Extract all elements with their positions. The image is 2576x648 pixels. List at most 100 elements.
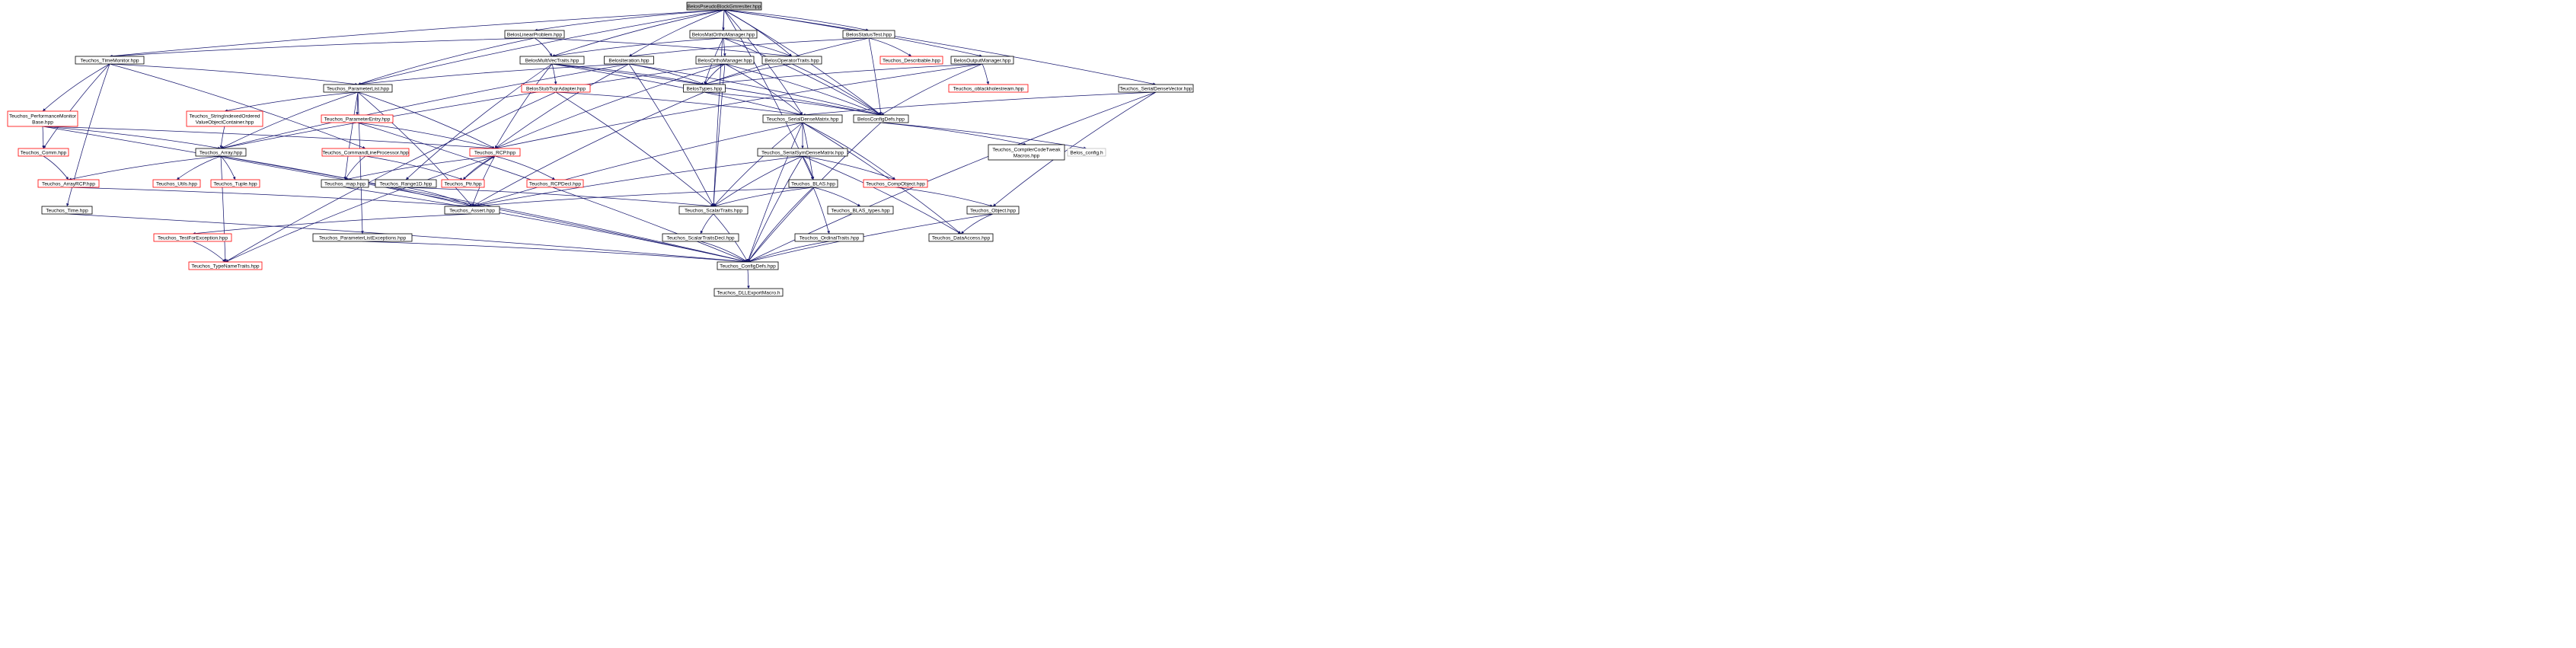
node-multivec[interactable]: BelosMultiVecTraits.hpp xyxy=(519,56,585,65)
node-box xyxy=(950,56,1014,65)
node-box xyxy=(788,179,838,188)
edge-matortho-to-multivec xyxy=(551,37,724,58)
node-box xyxy=(794,233,864,242)
node-arrayrcp[interactable]: Teuchos_ArrayRCP.hpp xyxy=(37,179,100,188)
edge-serialdensemat-to-scalartraits xyxy=(713,122,803,207)
node-statustest[interactable]: BelosStatusTest.hpp xyxy=(842,30,895,39)
node-belosconfigh[interactable]: Belos_config.h xyxy=(1067,148,1106,157)
node-compobj[interactable]: Teuchos_CompObject.hpp xyxy=(863,179,928,188)
edge-assert-to-testforexc xyxy=(192,213,473,235)
node-ptr[interactable]: Teuchos_Ptr.hpp xyxy=(441,179,485,188)
node-testforexc[interactable]: Teuchos_TestForException.hpp xyxy=(153,233,232,242)
node-label: Teuchos_ScalarTraitsDecl.hpp xyxy=(666,235,735,241)
edge-rcp-to-rcpdecl xyxy=(494,155,556,180)
node-paramlist[interactable]: Teuchos_ParameterList.hpp xyxy=(323,84,393,93)
edge-symdense-to-teuchosconfig xyxy=(747,155,803,263)
node-label: Teuchos_TestForException.hpp xyxy=(158,235,228,241)
edge-blas-to-ordinal xyxy=(812,187,830,235)
node-label: BelosStubTsqrAdapter.hpp xyxy=(526,86,586,91)
node-box xyxy=(853,114,909,123)
node-box xyxy=(879,56,943,65)
node-serialdensevec[interactable]: Teuchos_SerialDenseVector.hpp xyxy=(1118,84,1194,93)
edge-ordinal-to-teuchosconfig xyxy=(747,241,830,263)
edge-iteration-to-paramlist xyxy=(357,63,630,86)
node-dllexport[interactable]: Teuchos_DLLExportMacro.h xyxy=(713,288,784,297)
node-range1d[interactable]: Teuchos_Range1D.hpp xyxy=(375,179,437,188)
edge-matortho-to-orthoman xyxy=(723,37,726,57)
edge-blas-to-assert xyxy=(471,187,814,208)
edge-belosconfig-to-teuchosconfig xyxy=(747,122,882,263)
node-blastypes[interactable]: Teuchos_BLAS_types.hpp xyxy=(827,206,894,215)
node-rcp[interactable]: Teuchos_RCP.hpp xyxy=(469,148,521,157)
edge-paramlist-to-array xyxy=(220,91,359,149)
node-symdense[interactable]: Teuchos_SerialSymDenseMatrix.hpp xyxy=(757,148,848,157)
node-box xyxy=(188,261,263,270)
node-blas[interactable]: Teuchos_BLAS.hpp xyxy=(788,179,838,188)
node-array[interactable]: Teuchos_Array.hpp xyxy=(195,148,247,157)
node-assert[interactable]: Teuchos_Assert.hpp xyxy=(444,206,500,215)
node-dataaccess[interactable]: Teuchos_DataAccess.hpp xyxy=(928,233,994,242)
edge-arrayrcp-to-assert xyxy=(68,187,473,208)
edge-optraits-to-belostypes xyxy=(704,63,793,85)
node-describable[interactable]: Teuchos_Describable.hpp xyxy=(879,56,943,65)
node-rcpdecl[interactable]: Teuchos_RCPDecl.hpp xyxy=(526,179,584,188)
node-paramentry[interactable]: Teuchos_ParameterEntry.hpp xyxy=(321,114,394,123)
node-label: Teuchos_SerialDenseMatrix.hpp xyxy=(767,117,839,122)
node-matortho[interactable]: BelosMatOrthoManager.hpp xyxy=(689,30,758,39)
edge-orthoman-to-array xyxy=(220,63,726,150)
node-outman[interactable]: BelosOutputManager.hpp xyxy=(950,56,1014,65)
edge-iteration-to-rcp xyxy=(494,63,630,149)
edges-layer xyxy=(42,9,1157,289)
node-object[interactable]: Teuchos_Object.hpp xyxy=(966,206,1020,215)
node-linprob[interactable]: BelosLinearProblem.hpp xyxy=(504,30,565,39)
edge-paramentry-to-rcp xyxy=(356,122,496,149)
node-map[interactable]: Teuchos_map.hpp xyxy=(321,179,369,188)
node-orthoman[interactable]: BelosOrthoManager.hpp xyxy=(695,56,755,65)
node-utils[interactable]: Teuchos_Utils.hpp xyxy=(152,179,201,188)
node-plexc[interactable]: Teuchos_ParameterListExceptions.hpp xyxy=(312,233,413,242)
node-belostypes[interactable]: BelosTypes.hpp xyxy=(683,84,726,93)
node-serialdensemat[interactable]: Teuchos_SerialDenseMatrix.hpp xyxy=(762,114,843,123)
node-oblack[interactable]: Teuchos_oblackholestream.hpp xyxy=(948,84,1029,93)
node-scalartraits[interactable]: Teuchos_ScalarTraits.hpp xyxy=(678,206,749,215)
edge-matortho-to-optraits xyxy=(723,37,793,57)
node-optraits[interactable]: BelosOperatorTraits.hpp xyxy=(761,56,822,65)
node-time[interactable]: Teuchos_Time.hpp xyxy=(41,206,93,215)
edge-root-to-iteration xyxy=(628,9,725,57)
node-typenametraits[interactable]: Teuchos_TypeNameTraits.hpp xyxy=(188,261,263,270)
node-box xyxy=(521,84,591,93)
node-label: Teuchos_BLAS.hpp xyxy=(791,181,835,187)
node-comm[interactable]: Teuchos_Comm.hpp xyxy=(18,148,69,157)
node-sttdecl[interactable]: Teuchos_ScalarTraitsDecl.hpp xyxy=(662,233,739,242)
edge-serialdensemat-to-assert xyxy=(471,122,803,207)
edge-paramlist-to-map xyxy=(343,91,359,180)
node-label: Teuchos_Object.hpp xyxy=(970,208,1016,213)
node-label: Teuchos_SerialSymDenseMatrix.hpp xyxy=(761,150,844,155)
node-tuple[interactable]: Teuchos_Tuple.hpp xyxy=(210,179,260,188)
node-label: BelosMatOrthoManager.hpp xyxy=(692,32,755,37)
edge-belostypes-to-belosconfig xyxy=(704,91,882,117)
node-teuchosconfig[interactable]: Teuchos_ConfigDefs.hpp xyxy=(717,261,779,270)
node-label: BelosPseudoBlockGmresIter.hpp xyxy=(688,4,761,9)
edge-range1d-to-scalartraits xyxy=(405,187,714,208)
node-iteration[interactable]: BelosIteration.hpp xyxy=(604,56,654,65)
node-box xyxy=(519,56,585,65)
edge-symdense-to-scalartraits xyxy=(713,155,803,207)
node-ordinal[interactable]: Teuchos_OrdinalTraits.hpp xyxy=(794,233,864,242)
node-box xyxy=(761,56,822,65)
node-timemon[interactable]: Teuchos_TimeMonitor.hpp xyxy=(75,56,145,65)
edge-orthoman-to-serialdensemat xyxy=(724,63,803,116)
edge-comm-to-arrayrcp xyxy=(43,155,69,180)
node-cmdline[interactable]: Teuchos_CommandLineProcessor.hpp xyxy=(321,148,410,157)
node-tsqr[interactable]: BelosStubTsqrAdapter.hpp xyxy=(521,84,591,93)
edge-belostypes-to-assert xyxy=(471,91,705,207)
node-label: Teuchos_Ptr.hpp xyxy=(444,181,481,187)
edge-perfmon-to-array xyxy=(42,126,222,150)
edge-orthoman-to-scalartraits xyxy=(712,63,726,207)
node-belosconfig[interactable]: BelosConfigDefs.hpp xyxy=(853,114,909,123)
edge-outman-to-belostypes xyxy=(704,63,983,86)
edge-perfmon-to-rcp xyxy=(42,126,496,150)
